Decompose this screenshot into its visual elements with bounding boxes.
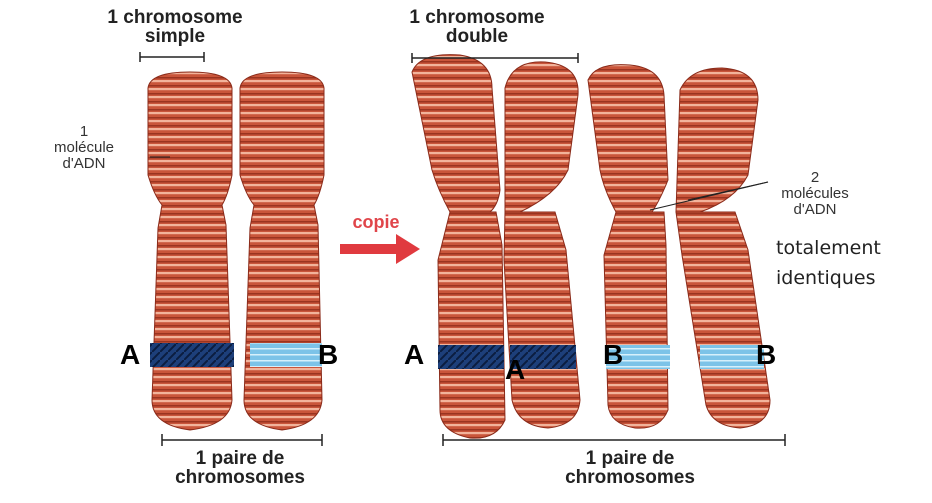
letter-a-simple: A <box>120 341 140 369</box>
label-line: 1 chromosome <box>90 8 260 27</box>
bracket-pair-right <box>443 434 785 446</box>
letter-b-simple: B <box>318 341 338 369</box>
chromatid-left-lower <box>604 212 668 428</box>
label-line: 1 paire de <box>150 449 330 468</box>
double-chromosome-1 <box>412 55 580 439</box>
label-pair-left: 1 paire de chromosomes <box>150 449 330 487</box>
simple-chromosome-2 <box>240 72 324 430</box>
label-line: chromosomes <box>150 468 330 487</box>
label-chromosome-double: 1 chromosome double <box>392 8 562 46</box>
label-chromosome-simple: 1 chromosome simple <box>90 8 260 46</box>
chromatid-left-lower <box>438 212 505 438</box>
chromosome-body <box>148 72 232 430</box>
letter-a-double-1: A <box>404 341 424 369</box>
label-line: double <box>392 27 562 46</box>
label-line: 1 chromosome <box>392 8 562 27</box>
letter-a-double-2: A <box>505 356 525 384</box>
label-line: d'ADN <box>760 202 870 218</box>
chromatid-right-lower <box>504 212 580 428</box>
label-copy: copie <box>336 213 416 231</box>
chromatid-right-lower <box>676 212 770 428</box>
label-line: simple <box>90 27 260 46</box>
label-line: molécule <box>34 140 134 156</box>
chromatid-right-upper <box>676 68 758 212</box>
gene-band-a <box>150 343 234 367</box>
label-two-molecules: 2 molécules d'ADN <box>760 170 870 217</box>
bracket-pair-left <box>162 434 322 446</box>
simple-chromosome-1 <box>148 72 234 430</box>
label-pair-right: 1 paire de chromosomes <box>540 449 720 487</box>
gene-band-b <box>250 343 322 367</box>
label-line: d'ADN <box>34 156 134 172</box>
bracket-simple <box>140 52 204 62</box>
label-line: 1 <box>34 124 134 140</box>
label-one-molecule: 1 molécule d'ADN <box>34 124 134 171</box>
double-chromosome-2 <box>588 65 770 429</box>
label-identical: totalement identiques <box>776 233 926 294</box>
label-line: chromosomes <box>540 468 720 487</box>
label-line: totalement <box>776 233 926 263</box>
label-line: 2 <box>760 170 870 186</box>
label-line: 1 paire de <box>540 449 720 468</box>
chromatid-left-upper <box>412 55 500 212</box>
chromosome-body <box>240 72 324 430</box>
label-line: identiques <box>776 263 926 293</box>
letter-b-double-2: B <box>756 341 776 369</box>
gene-band-b-right <box>700 345 764 369</box>
chromatid-left-upper <box>588 65 668 212</box>
letter-b-double-1: B <box>603 341 623 369</box>
label-line: molécules <box>760 186 870 202</box>
gene-band-a-left <box>438 345 504 369</box>
copy-arrow <box>340 234 420 264</box>
chromatid-right-upper <box>505 62 578 212</box>
